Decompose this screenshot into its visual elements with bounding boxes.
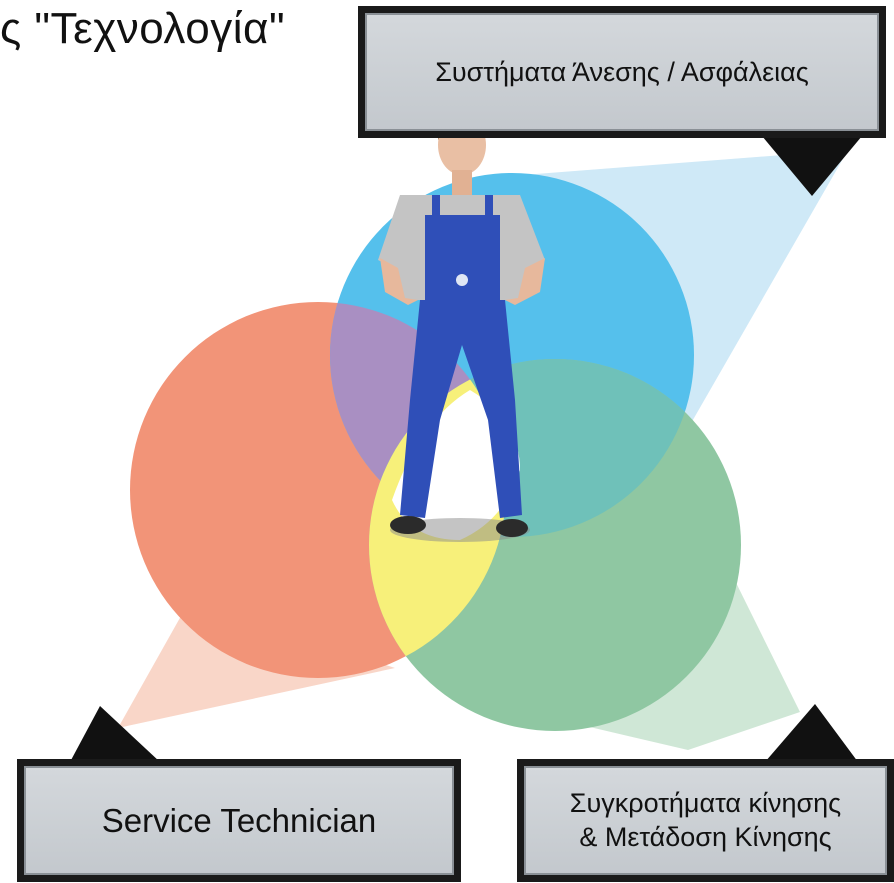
page-title: ς "Τεχνολογία" [0,4,286,53]
drivetrain-label-line-1: Συγκροτήματα κίνησης [569,787,842,818]
service-technician-box: Service Technician [17,759,461,882]
comfort-safety-systems-box: Συστήματα Άνεσης / Ασφάλειας [358,6,886,138]
drivetrain-transmission-box: Συγκροτήματα κίνησης & Μετάδοση Κίνησης [517,759,894,882]
service-pointer-triangle [70,706,160,762]
comfort-pointer-triangle [762,136,862,196]
service-technician-label: Service Technician [101,801,377,839]
drivetrain-label-line-2: & Μετάδοση Κίνησης [579,821,832,852]
comfort-safety-systems-label: Συστήματα Άνεσης / Ασφάλειας [435,56,809,87]
drive-pointer-triangle [765,704,858,762]
